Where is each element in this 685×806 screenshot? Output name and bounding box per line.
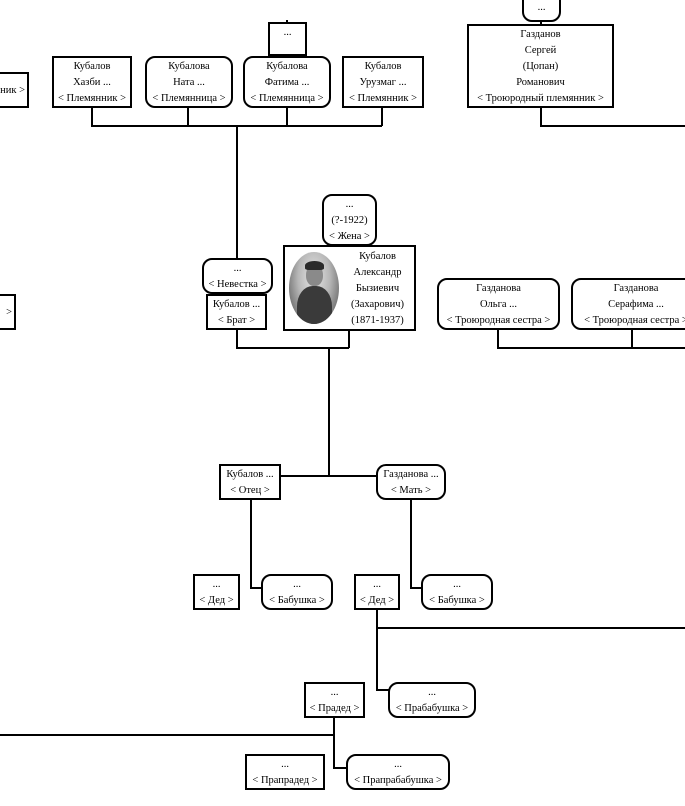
tree-node-left-edge-2[interactable]: > bbox=[0, 294, 16, 330]
tree-node-wife[interactable]: ...(?-1922)< Жена > bbox=[322, 194, 377, 246]
portrait-photo bbox=[289, 252, 339, 324]
tree-node-great-grandfather[interactable]: ...< Прадед > bbox=[304, 682, 365, 718]
tree-node-grandfather-paternal[interactable]: ...< Дед > bbox=[193, 574, 240, 610]
tree-node-top-1[interactable]: ... bbox=[268, 22, 307, 56]
tree-node-great-great-grandfather[interactable]: ...< Прапрадед > bbox=[245, 754, 325, 790]
tree-node-grandmother-maternal[interactable]: ...< Бабушка > bbox=[421, 574, 493, 610]
tree-node-great-great-grandmother[interactable]: ...< Прапрабабушка > bbox=[346, 754, 450, 790]
tree-node-mother[interactable]: Газданова ...< Мать > bbox=[376, 464, 446, 500]
tree-node-left-edge-1[interactable]: ник > bbox=[0, 72, 29, 108]
tree-node-top-2[interactable]: ... bbox=[522, 0, 561, 22]
tree-node-grandfather-maternal[interactable]: ...< Дед > bbox=[354, 574, 400, 610]
tree-node-sister-in-law[interactable]: ...< Невестка > bbox=[202, 258, 273, 294]
tree-node-grandmother-paternal[interactable]: ...< Бабушка > bbox=[261, 574, 333, 610]
tree-node-brother[interactable]: Кубалов ...< Брат > bbox=[206, 294, 267, 330]
tree-node-father[interactable]: Кубалов ...< Отец > bbox=[219, 464, 281, 500]
tree-node-great-grandmother[interactable]: ...< Прабабушка > bbox=[388, 682, 476, 718]
